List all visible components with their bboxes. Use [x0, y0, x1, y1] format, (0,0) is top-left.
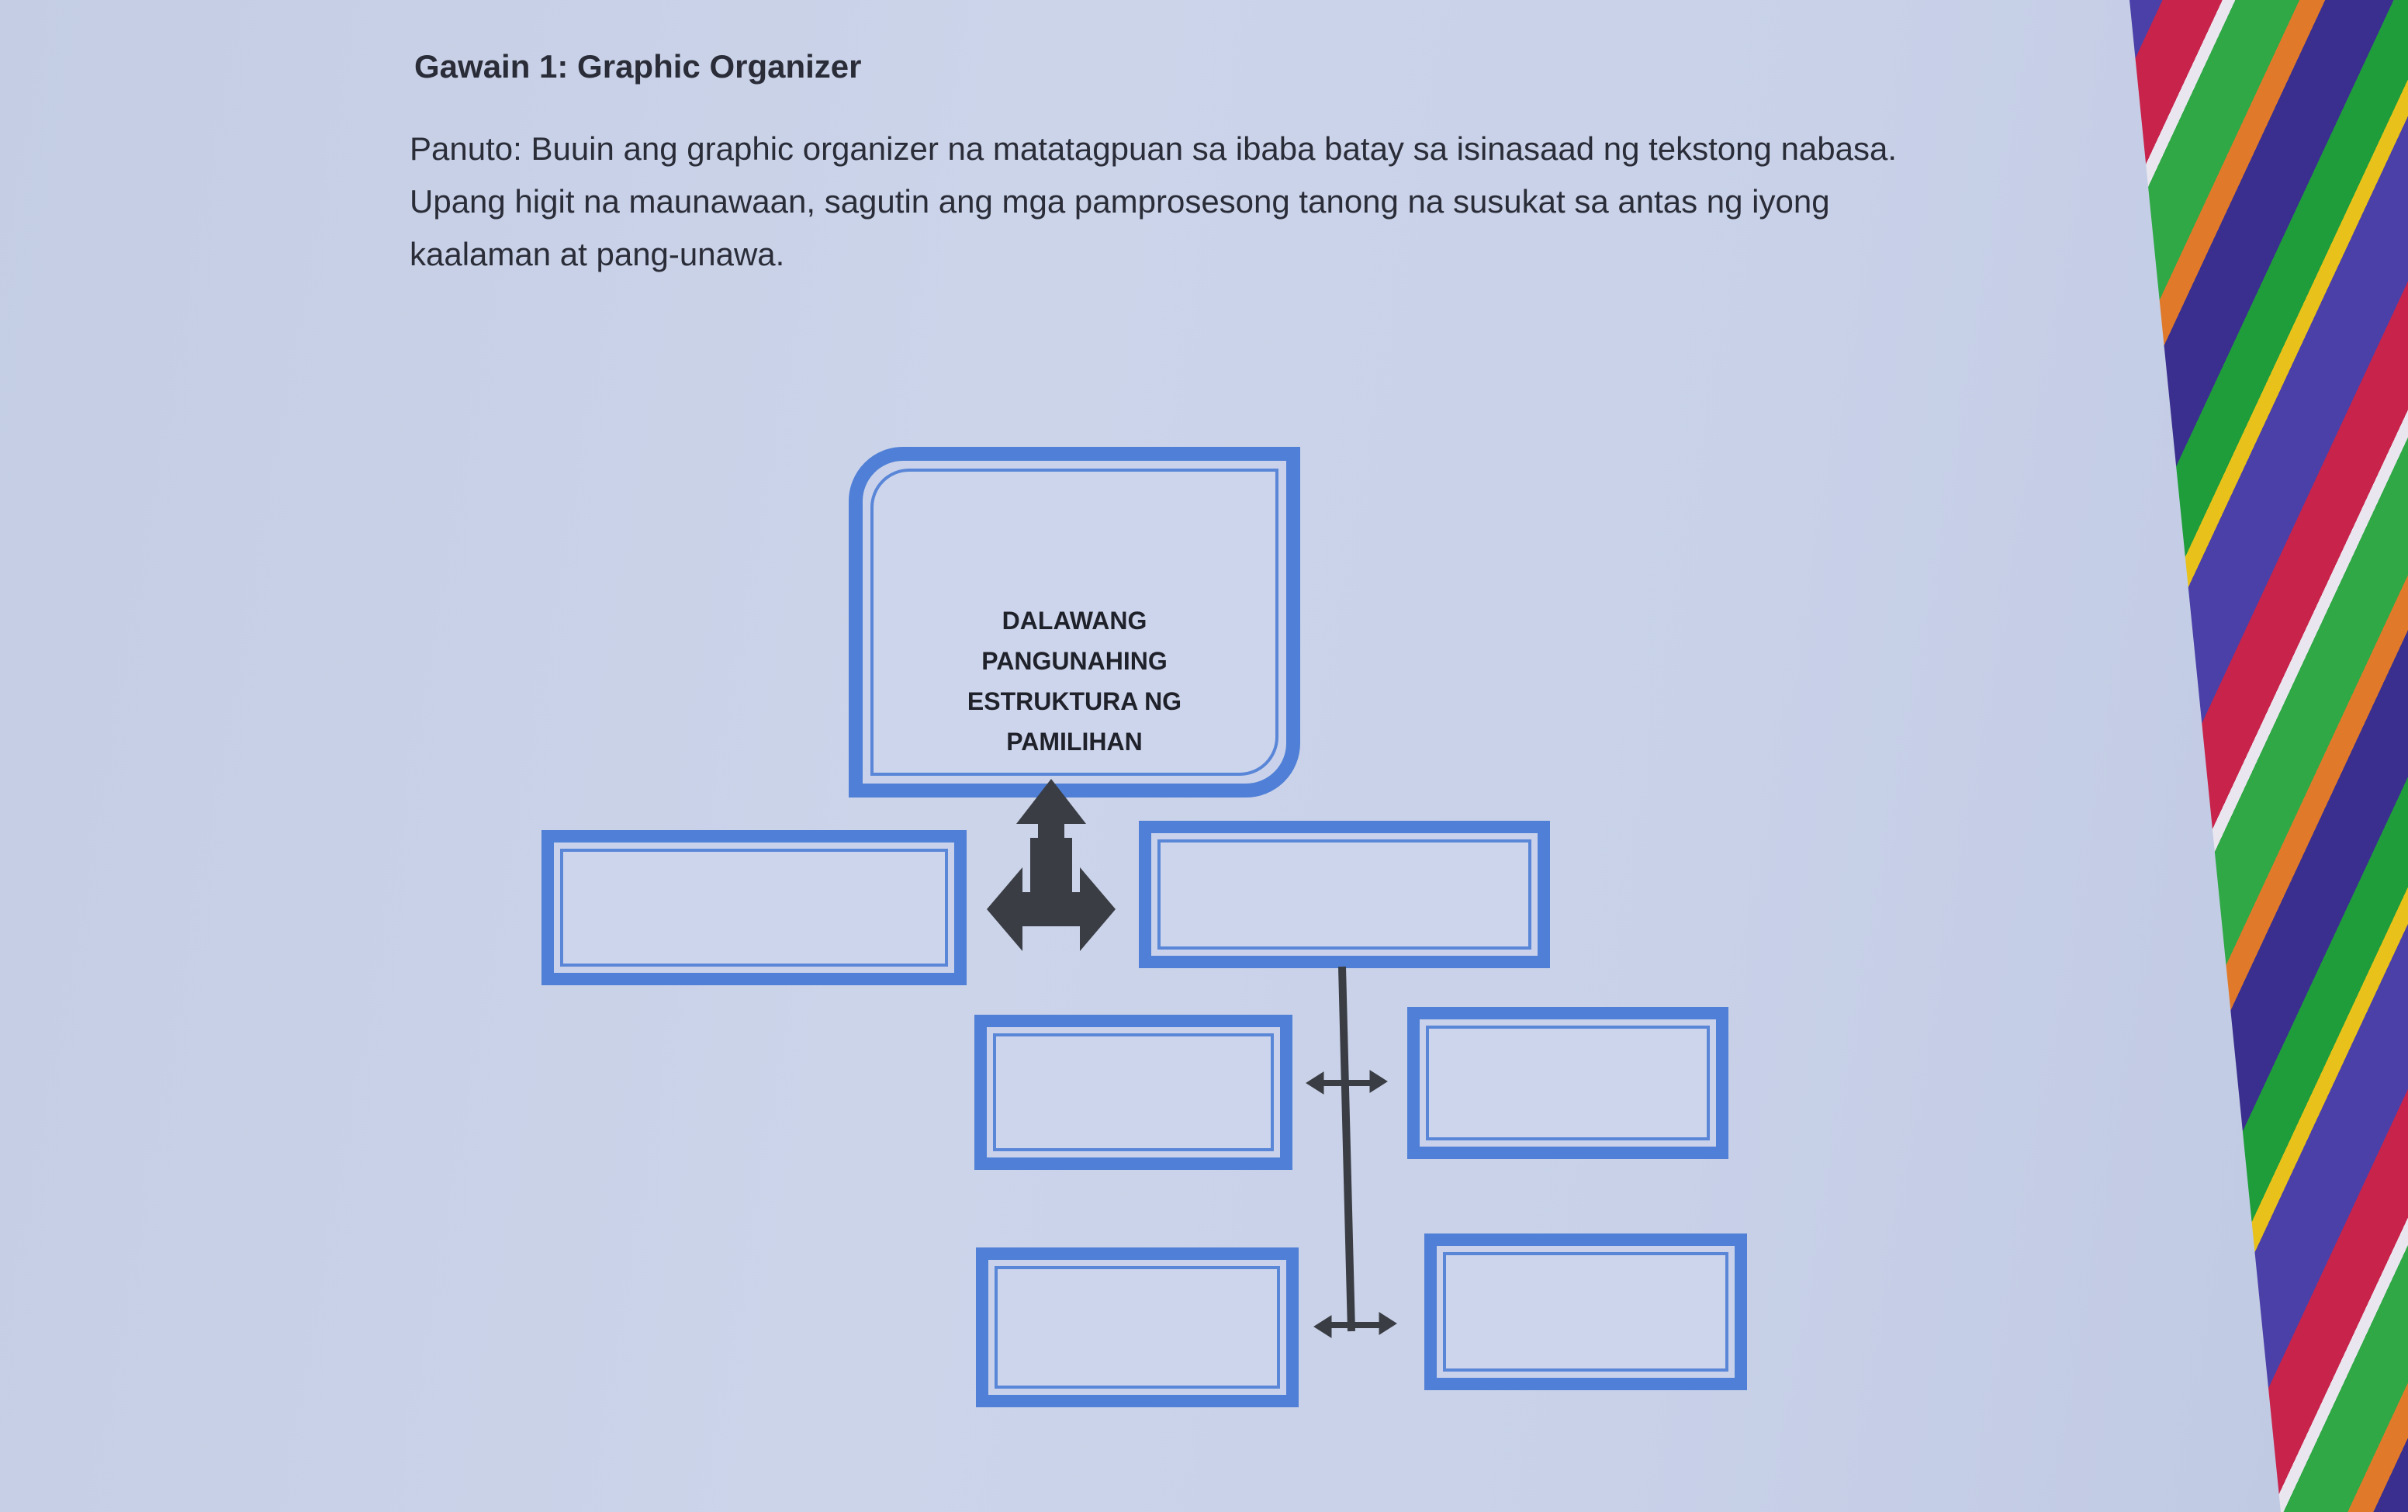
worksheet-instructions: Panuto: Buuin ang graphic organizer na m… — [410, 130, 1898, 272]
left-answer-box[interactable] — [541, 830, 967, 985]
sub-answer-box-4[interactable] — [1424, 1233, 1747, 1390]
main-label-line-4: PAMILIHAN — [1006, 728, 1143, 756]
sub-answer-box-2[interactable] — [1407, 1007, 1728, 1159]
sub-answer-box-3[interactable] — [976, 1247, 1299, 1407]
vertical-connector-line — [1338, 966, 1355, 1332]
main-label-line-3: ESTRUKTURA NG — [967, 687, 1182, 715]
right-answer-box[interactable] — [1139, 821, 1550, 968]
main-label-line-2: PANGUNAHING — [981, 647, 1168, 675]
three-way-arrow-icon — [987, 779, 1116, 951]
main-concept-label: DALAWANG PANGUNAHING ESTRUKTURA NG PAMIL… — [863, 600, 1286, 762]
worksheet-title: Gawain 1: Graphic Organizer — [414, 48, 862, 85]
double-arrow-icon-lower — [1313, 1312, 1397, 1338]
main-concept-box: DALAWANG PANGUNAHING ESTRUKTURA NG PAMIL… — [849, 447, 1300, 798]
main-label-line-1: DALAWANG — [1002, 607, 1147, 635]
main-concept-box-inner — [870, 469, 1278, 776]
sub-answer-box-1[interactable] — [974, 1015, 1292, 1170]
double-arrow-icon-upper — [1306, 1070, 1388, 1095]
